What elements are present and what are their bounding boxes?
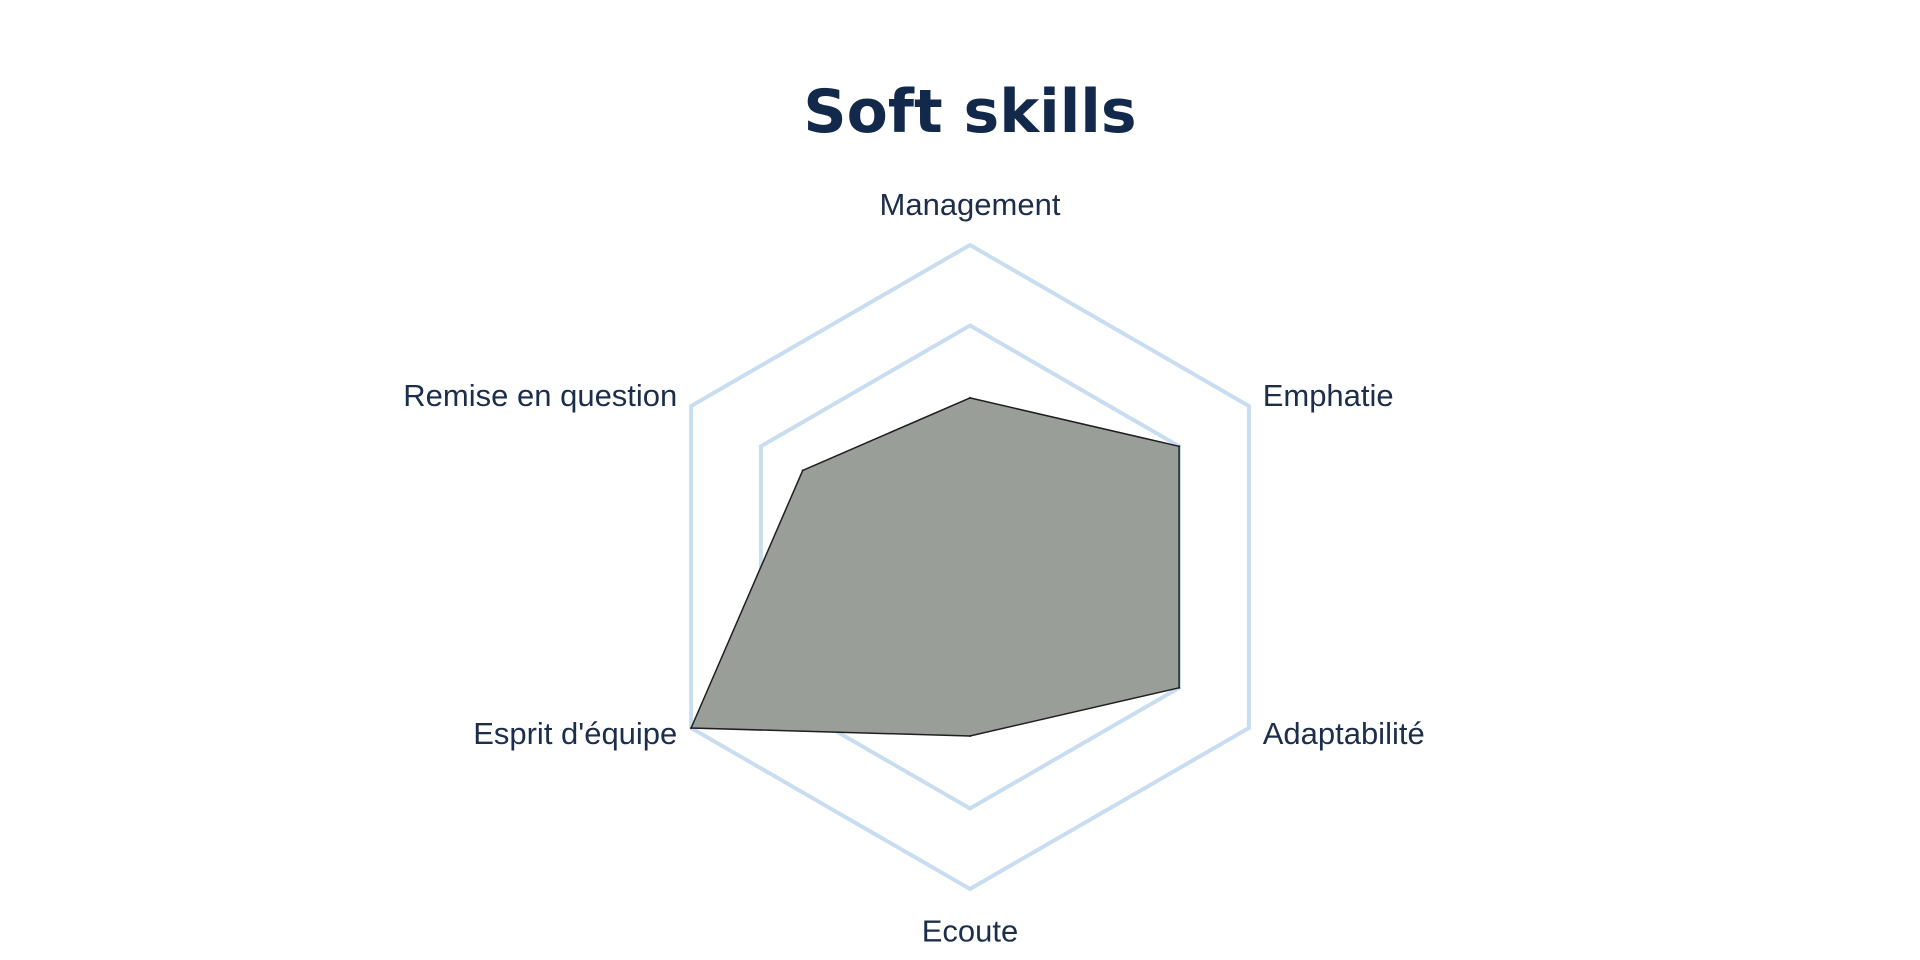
data-point-emphatie (1178, 445, 1181, 448)
data-point-esprit-d-quipe (690, 727, 693, 729)
radar-series (689, 396, 1181, 737)
axis-label-adaptabilit-: Adaptabilité (1263, 716, 1425, 751)
axis-label-ecoute: Ecoute (922, 913, 1019, 948)
data-point-ecoute (969, 735, 971, 737)
axis-label-remise-en-question: Remise en question (403, 378, 677, 413)
series-area-0 (689, 397, 1180, 737)
grid-ring-4 (689, 242, 1251, 892)
data-point-adaptabilit- (1178, 686, 1181, 689)
axis-label-management: Management (880, 187, 1061, 222)
axis-label-emphatie: Emphatie (1263, 378, 1394, 413)
chart-title: Soft skills (803, 77, 1136, 147)
data-point-management (969, 396, 971, 399)
axis-label-esprit-d-quipe: Esprit d'équipe (473, 716, 677, 751)
data-point-remise-en-question (801, 469, 804, 472)
